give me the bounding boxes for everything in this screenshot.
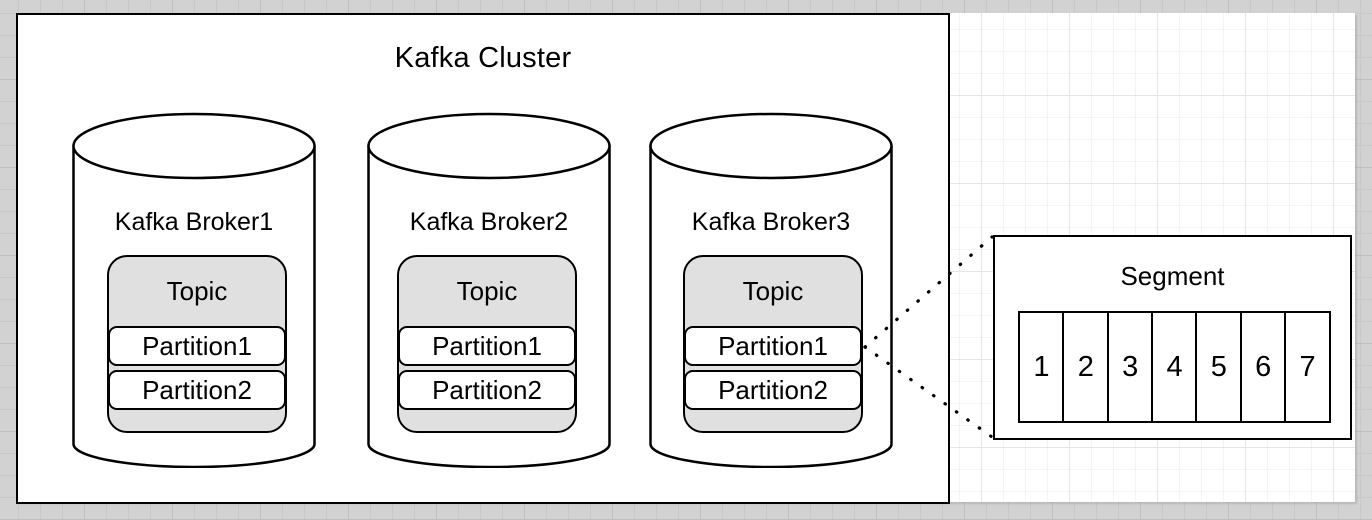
broker3-topic-box: Topic Partition1 Partition2 — [683, 255, 863, 433]
broker1-partition2: Partition2 — [108, 370, 286, 410]
broker1-partition1: Partition1 — [108, 326, 286, 366]
segment-title: Segment — [1120, 261, 1225, 291]
kafka-broker3-label: Kafka Broker3 — [691, 208, 851, 236]
broker3-partition2: Partition2 — [684, 370, 862, 410]
kafka-broker2-label: Kafka Broker2 — [409, 208, 569, 236]
segment-cells: 1 2 3 4 5 6 7 — [1018, 311, 1332, 423]
segment-cell-3: 3 — [1106, 311, 1154, 423]
broker3-partition1: Partition1 — [684, 326, 862, 366]
segment-cell-5: 5 — [1195, 311, 1243, 423]
broker1-topic-box: Topic Partition1 Partition2 — [107, 255, 287, 433]
broker2-topic-box: Topic Partition1 Partition2 — [397, 255, 577, 433]
broker2-topic-label: Topic — [456, 275, 518, 306]
segment-box: Segment 1 2 3 4 5 6 7 — [993, 235, 1352, 440]
broker3-topic-label: Topic — [742, 275, 804, 306]
kafka-cluster-title: Kafka Cluster — [394, 42, 572, 74]
segment-cell-7: 7 — [1284, 311, 1332, 423]
broker1-topic-label: Topic — [166, 275, 228, 306]
kafka-broker1-label: Kafka Broker1 — [114, 208, 274, 236]
segment-cell-6: 6 — [1239, 311, 1287, 423]
segment-cell-4: 4 — [1151, 311, 1198, 423]
broker2-partition1: Partition1 — [398, 326, 576, 366]
segment-cell-2: 2 — [1062, 311, 1110, 423]
broker2-partition2: Partition2 — [398, 370, 576, 410]
segment-cell-1: 1 — [1018, 311, 1065, 423]
